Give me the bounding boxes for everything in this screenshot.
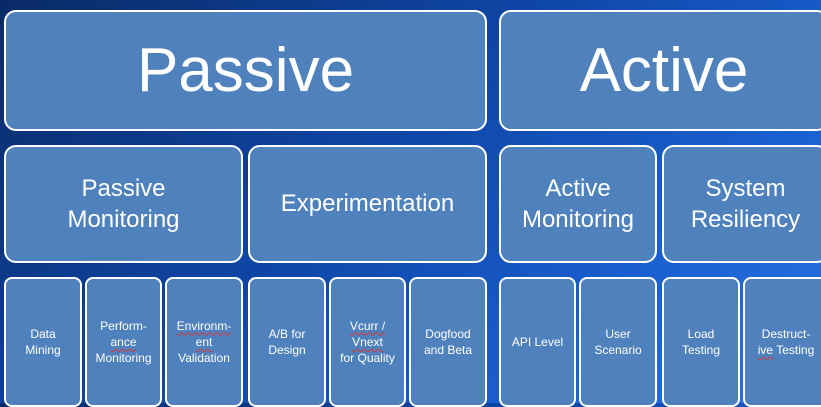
passive-box: Passive — [4, 10, 487, 131]
active-monitoring-box: Active Monitoring — [499, 145, 657, 263]
dogfood-beta-box: Dogfood and Beta — [409, 277, 487, 407]
experimentation-label: Experimentation — [280, 190, 455, 218]
destructive-testing-box: Destruct- ive Testing — [743, 277, 821, 407]
passive-monitoring-label: Passive Monitoring — [67, 174, 180, 233]
performance-monitoring-label: Perform- ance Monitoring — [95, 318, 151, 367]
load-testing-box: Load Testing — [662, 277, 740, 407]
vcurr-vnext-box: Vcurr / Vnext for Quality — [329, 277, 406, 407]
performance-line-1: Perform- — [100, 318, 147, 333]
api-level-box: API Level — [499, 277, 576, 407]
user-scenario-box: User Scenario — [579, 277, 657, 407]
performance-line-2: ance — [110, 334, 137, 349]
load-testing-label: Load Testing — [681, 326, 721, 357]
performance-monitoring-box: Perform- ance Monitoring — [85, 277, 162, 407]
environment-validation-label: Environm- ent Validation — [177, 318, 232, 367]
user-scenario-label: User Scenario — [594, 326, 642, 357]
system-resiliency-label: System Resiliency — [690, 174, 801, 233]
vcurr-line-3: for Quality — [340, 351, 395, 366]
dogfood-beta-label: Dogfood and Beta — [423, 326, 473, 357]
vcurr-line-2: Vnext — [352, 334, 383, 349]
vcurr-line-1: Vcurr / — [349, 318, 386, 333]
api-level-label: API Level — [511, 334, 564, 349]
destructive-line-1: Destruct- — [761, 326, 811, 341]
active-title: Active — [579, 36, 749, 105]
ab-design-box: A/B for Design — [248, 277, 326, 407]
vcurr-vnext-label: Vcurr / Vnext for Quality — [340, 318, 395, 367]
environment-line-2: ent — [195, 334, 213, 349]
environment-validation-box: Environm- ent Validation — [165, 277, 243, 407]
destructive-line-2b: Testing — [776, 343, 815, 357]
ab-design-label: A/B for Design — [268, 326, 306, 357]
experimentation-box: Experimentation — [248, 145, 487, 263]
passive-monitoring-box: Passive Monitoring — [4, 145, 243, 263]
system-resiliency-box: System Resiliency — [662, 145, 821, 263]
performance-line-3: Monitoring — [95, 351, 152, 366]
active-monitoring-label: Active Monitoring — [521, 174, 635, 233]
environment-line-3: Validation — [178, 351, 230, 366]
active-box: Active — [499, 10, 821, 131]
data-mining-label: Data Mining — [25, 326, 61, 357]
data-mining-box: Data Mining — [4, 277, 82, 407]
destructive-line-2a: ive — [757, 343, 774, 357]
destructive-testing-label: Destruct- ive Testing — [758, 326, 815, 358]
passive-title: Passive — [136, 36, 355, 105]
environment-line-1: Environm- — [176, 318, 232, 333]
